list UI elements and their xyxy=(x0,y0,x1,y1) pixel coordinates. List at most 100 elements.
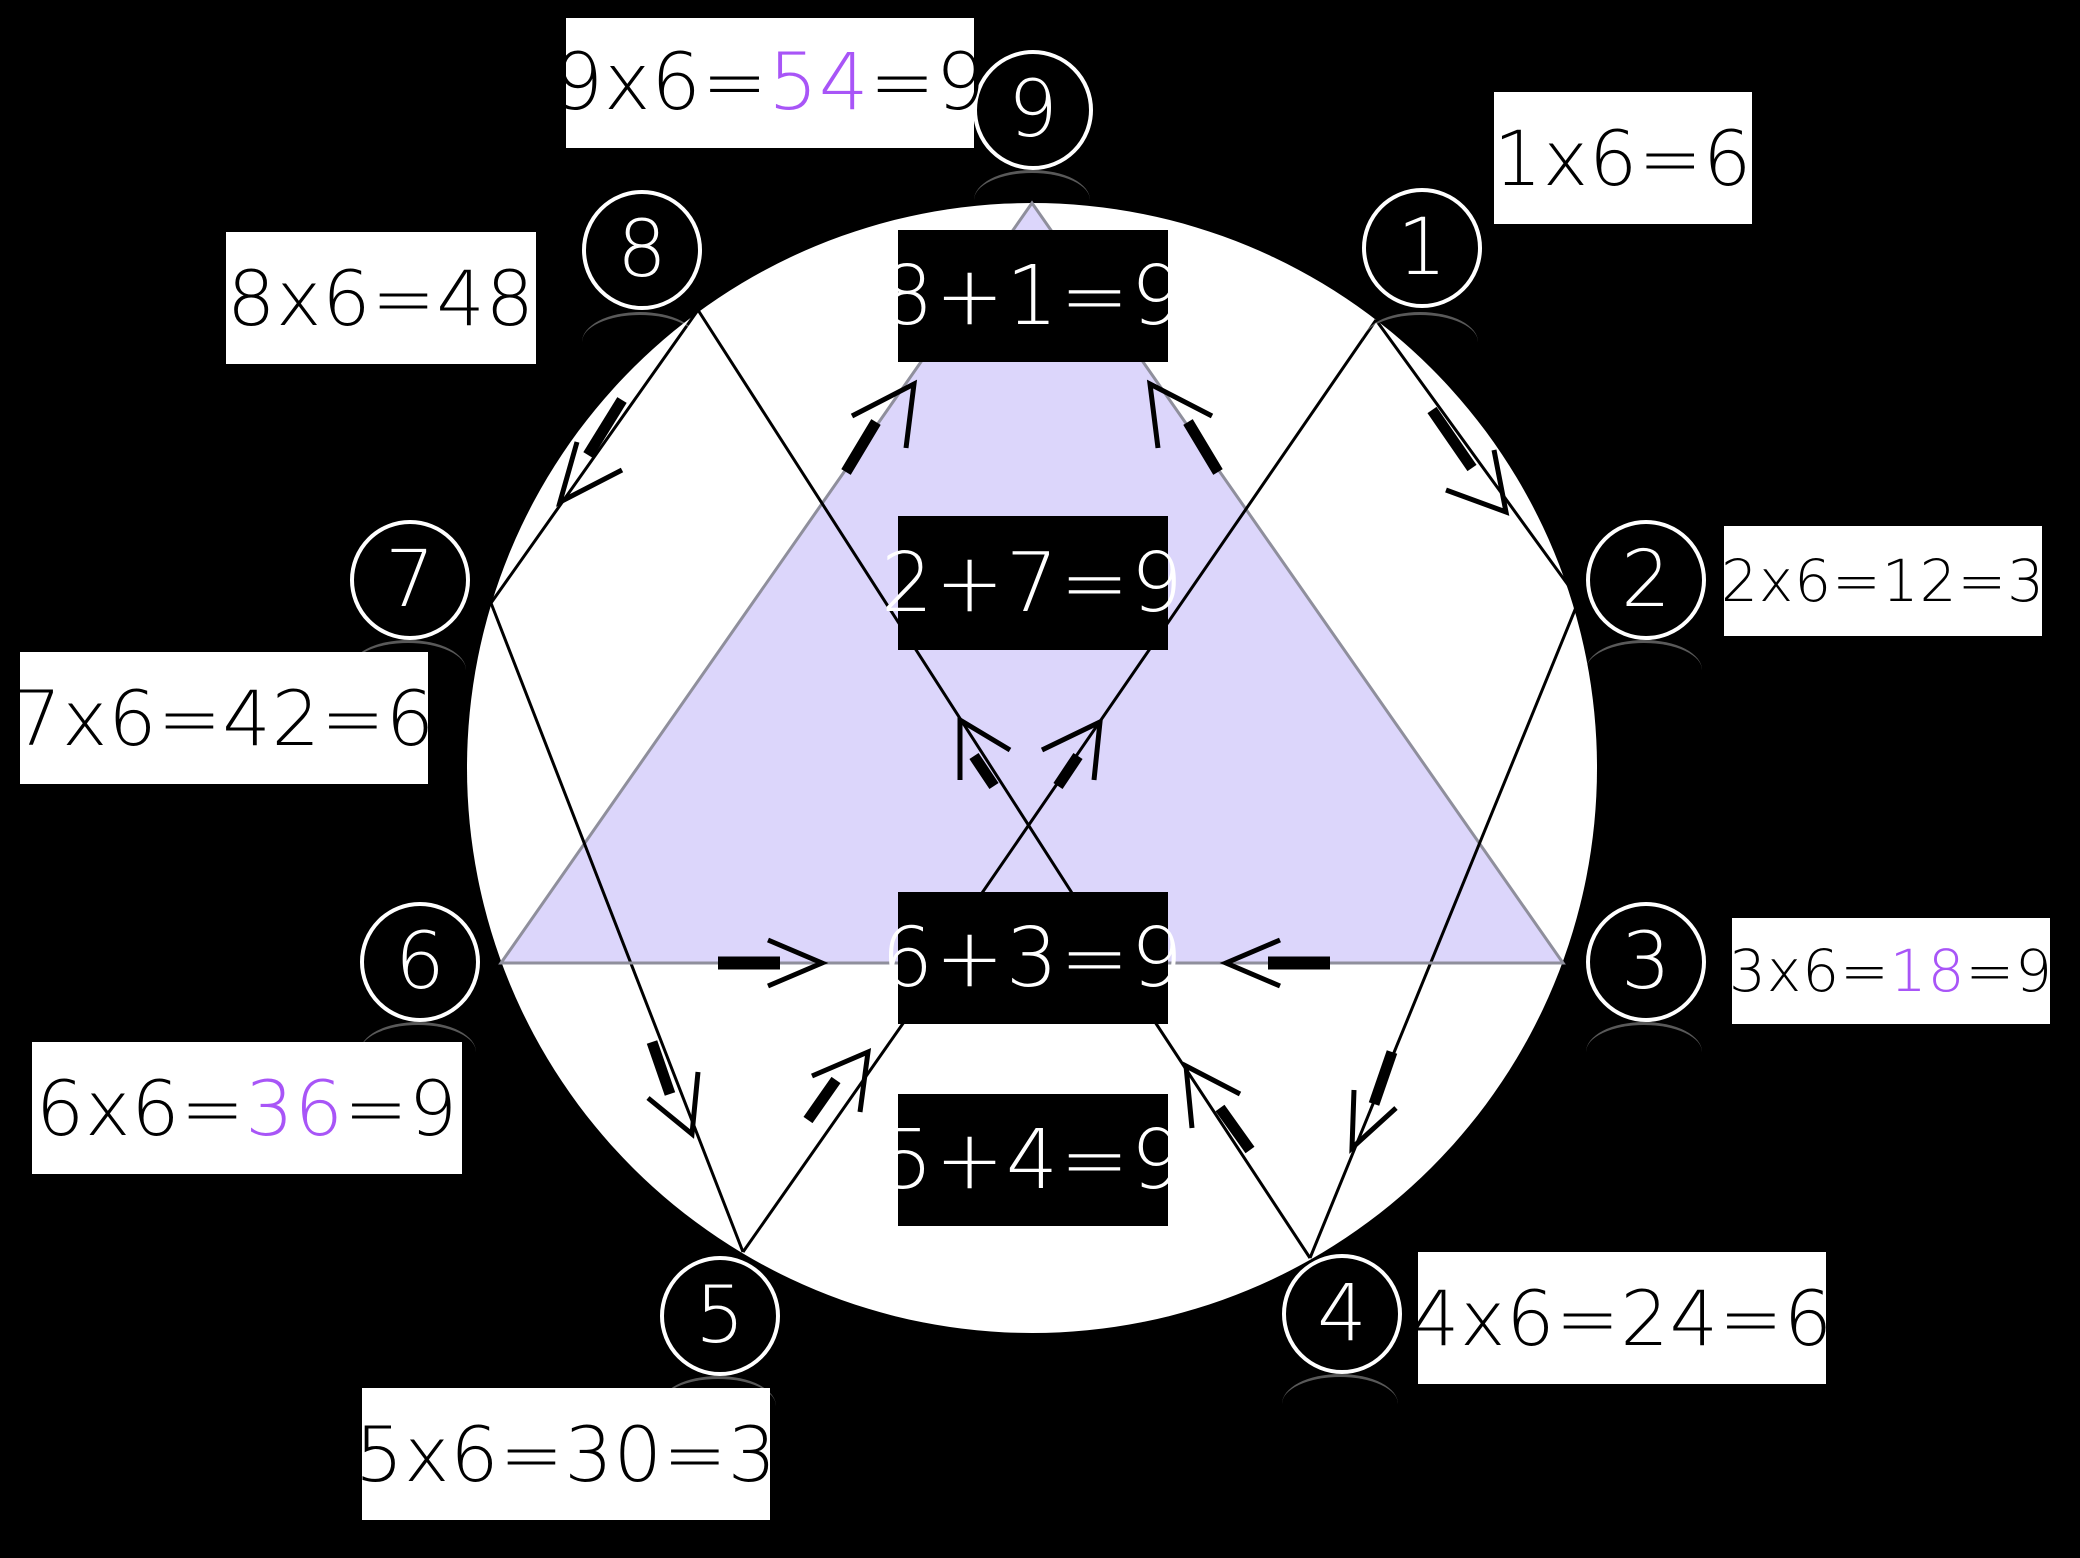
product-3-highlight: 18 xyxy=(1889,937,1966,1005)
node-6: 6 xyxy=(360,902,480,1022)
arrow-5-to-63 xyxy=(803,1047,872,1124)
sum-6-3-text: 6+3=9 xyxy=(881,910,1185,1006)
product-3-post: =9 xyxy=(1965,937,2054,1005)
arrow-shaft xyxy=(646,1040,676,1096)
product-3-pre: 3x6= xyxy=(1728,937,1890,1005)
arrow-to-81-right xyxy=(1146,379,1223,475)
arrow-shaft xyxy=(1183,419,1223,475)
line-1-center xyxy=(980,319,1378,894)
sum-5-4-text: 5+4=9 xyxy=(881,1112,1185,1208)
node-2: 2 xyxy=(1586,520,1706,640)
arrow-2-4 xyxy=(1349,1050,1398,1154)
line-4-center xyxy=(1153,1021,1312,1259)
arrow-head xyxy=(957,715,1012,780)
arrow-to-63-right xyxy=(1219,937,1330,989)
node-label: 2 xyxy=(1621,535,1671,625)
arrow-shaft xyxy=(841,419,881,475)
product-9-pre: 9x6= xyxy=(553,38,769,128)
arrow-head xyxy=(1183,1061,1242,1129)
product-7: 7x6=42=6 xyxy=(13,652,434,784)
arrow-head xyxy=(1040,717,1103,781)
node-3: 3 xyxy=(1586,902,1706,1022)
node-4-reflection xyxy=(1282,1374,1398,1434)
arrow-shaft xyxy=(1215,1104,1255,1154)
node-label: 1 xyxy=(1397,203,1447,293)
arrow-shaft xyxy=(969,752,999,790)
sum-8-1: 8+1=9 xyxy=(881,230,1183,362)
product-9: 9x6=54=9 xyxy=(553,18,986,148)
arrow-4-to-63 xyxy=(1183,1061,1255,1154)
node-5: 5 xyxy=(660,1256,780,1376)
arrow-1-2 xyxy=(1427,406,1510,516)
arrow-shaft xyxy=(1368,1050,1398,1106)
arrow-head xyxy=(767,937,829,989)
node-1-reflection xyxy=(1362,312,1478,372)
node-label: 4 xyxy=(1317,1269,1367,1359)
node-label: 8 xyxy=(617,205,667,295)
node-6-reflection xyxy=(360,1022,476,1082)
product-2-text: 2x6=12=3 xyxy=(1720,547,2046,615)
product-8: 8x6=48 xyxy=(226,232,536,364)
product-1: 1x6=6 xyxy=(1494,92,1752,224)
node-7-reflection xyxy=(350,640,466,700)
arrow-head xyxy=(811,1047,872,1113)
arrow-shaft xyxy=(1427,406,1477,472)
arrow-shaft xyxy=(1053,752,1083,790)
node-8-reflection xyxy=(582,312,698,372)
sum-2-7-text: 2+7=9 xyxy=(881,535,1185,631)
node-9-reflection xyxy=(974,170,1090,230)
product-5-text: 5x6=30=3 xyxy=(354,1409,778,1499)
node-2-reflection xyxy=(1586,640,1702,700)
node-label: 3 xyxy=(1621,917,1671,1007)
node-label: 7 xyxy=(385,535,435,625)
arrow-to-81-left xyxy=(841,379,918,475)
product-1-text: 1x6=6 xyxy=(1493,113,1753,203)
product-9-post: =9 xyxy=(869,38,987,128)
sum-6-3: 6+3=9 xyxy=(881,892,1183,1024)
node-4: 4 xyxy=(1282,1254,1402,1374)
arrow-head xyxy=(556,441,624,507)
arrow-shaft xyxy=(803,1076,841,1124)
product-6-pre: 6x6= xyxy=(35,1063,246,1153)
sum-2-7: 2+7=9 xyxy=(881,516,1183,650)
arrow-to-27-right xyxy=(1040,717,1103,790)
node-label: 9 xyxy=(1008,65,1058,155)
product-6-highlight: 36 xyxy=(245,1063,345,1153)
line-7-5 xyxy=(489,602,745,1253)
sum-5-4: 5+4=9 xyxy=(881,1094,1183,1226)
sum-8-1-text: 8+1=9 xyxy=(881,248,1185,344)
product-7-text: 7x6=42=6 xyxy=(12,673,436,763)
arrow-head xyxy=(646,1071,701,1139)
arrow-head xyxy=(1146,379,1214,449)
node-9: 9 xyxy=(973,50,1093,170)
node-5-reflection xyxy=(660,1376,776,1436)
product-3: 3x6=18=9 xyxy=(1728,918,2052,1024)
product-4: 4x6=24=6 xyxy=(1411,1252,1832,1384)
arrow-head xyxy=(1445,449,1510,516)
product-9-highlight: 54 xyxy=(768,38,870,128)
node-label: 5 xyxy=(695,1271,745,1361)
product-5: 5x6=30=3 xyxy=(355,1388,776,1520)
product-6: 6x6=36=9 xyxy=(32,1042,462,1174)
node-8: 8 xyxy=(582,190,702,310)
product-6-post: =9 xyxy=(344,1063,459,1153)
arrow-to-27-left xyxy=(957,715,1012,790)
product-8-text: 8x6=48 xyxy=(226,253,536,343)
flow-arrows xyxy=(556,379,1510,1154)
arrow-shaft xyxy=(583,397,627,458)
product-4-text: 4x6=24=6 xyxy=(1410,1273,1834,1363)
node-3-reflection xyxy=(1586,1022,1702,1082)
node-7: 7 xyxy=(350,520,470,640)
arrow-8-7 xyxy=(556,397,627,507)
arrow-7-5 xyxy=(646,1040,701,1139)
line-5-center xyxy=(741,1021,906,1253)
node-1: 1 xyxy=(1362,188,1482,308)
arrow-head xyxy=(850,379,918,449)
line-8-center xyxy=(696,309,1074,894)
arrow-head xyxy=(1349,1089,1398,1154)
arrow-head xyxy=(1219,937,1281,989)
product-2: 2x6=12=3 xyxy=(1720,526,2046,636)
arrow-to-63-left xyxy=(718,937,829,989)
node-label: 6 xyxy=(395,917,445,1007)
